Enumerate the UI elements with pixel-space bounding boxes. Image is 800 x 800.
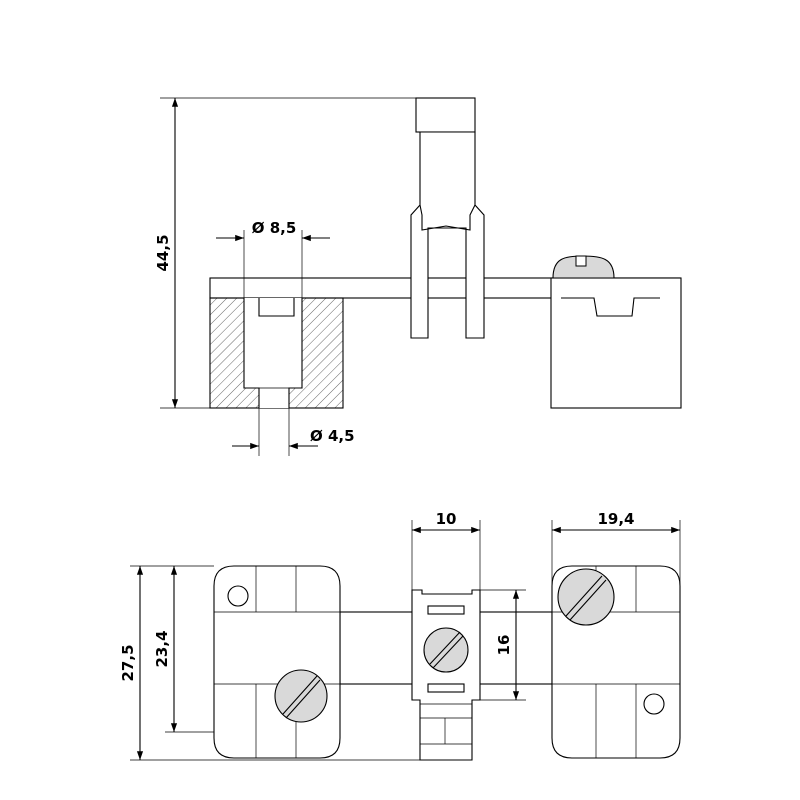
dim-width-19-4: 19,4 bbox=[551, 510, 681, 590]
dim-label-27-5: 27,5 bbox=[119, 644, 137, 681]
screw-head-side bbox=[552, 255, 615, 279]
mounting-hole-left bbox=[227, 585, 249, 607]
dim-height-16: 16 bbox=[480, 589, 526, 701]
dim-height-23-4: 23,4 bbox=[153, 566, 214, 733]
dim-height-27-5: 27,5 bbox=[119, 565, 420, 761]
dim-label-23-4: 23,4 bbox=[153, 630, 171, 667]
side-view: 44,5 Ø 8,5 Ø 4,5 bbox=[154, 97, 682, 456]
dim-label-44-5: 44,5 bbox=[154, 234, 172, 271]
dim-bore-8-5: Ø 8,5 bbox=[216, 219, 330, 298]
screw-right bbox=[557, 568, 615, 626]
center-plug-top bbox=[411, 589, 481, 761]
dim-width-10: 10 bbox=[411, 510, 481, 590]
mounting-hole-right bbox=[643, 693, 665, 715]
dim-label-bore-4-5: Ø 4,5 bbox=[310, 427, 355, 445]
dim-label-bore-8-5: Ø 8,5 bbox=[252, 219, 297, 237]
right-block-top bbox=[551, 565, 681, 759]
dim-label-10: 10 bbox=[436, 510, 457, 528]
right-block bbox=[550, 277, 682, 409]
screw-left bbox=[274, 669, 328, 723]
left-block-section bbox=[209, 297, 344, 409]
dim-height-44-5: 44,5 bbox=[154, 97, 416, 409]
left-block-top bbox=[213, 565, 341, 759]
dim-label-16: 16 bbox=[495, 635, 513, 656]
dim-label-19-4: 19,4 bbox=[597, 510, 634, 528]
dim-bore-4-5: Ø 4,5 bbox=[232, 408, 355, 456]
center-fork bbox=[410, 97, 485, 339]
screw-center bbox=[423, 627, 469, 673]
top-view: 10 19,4 27,5 23,4 16 bbox=[119, 510, 681, 761]
